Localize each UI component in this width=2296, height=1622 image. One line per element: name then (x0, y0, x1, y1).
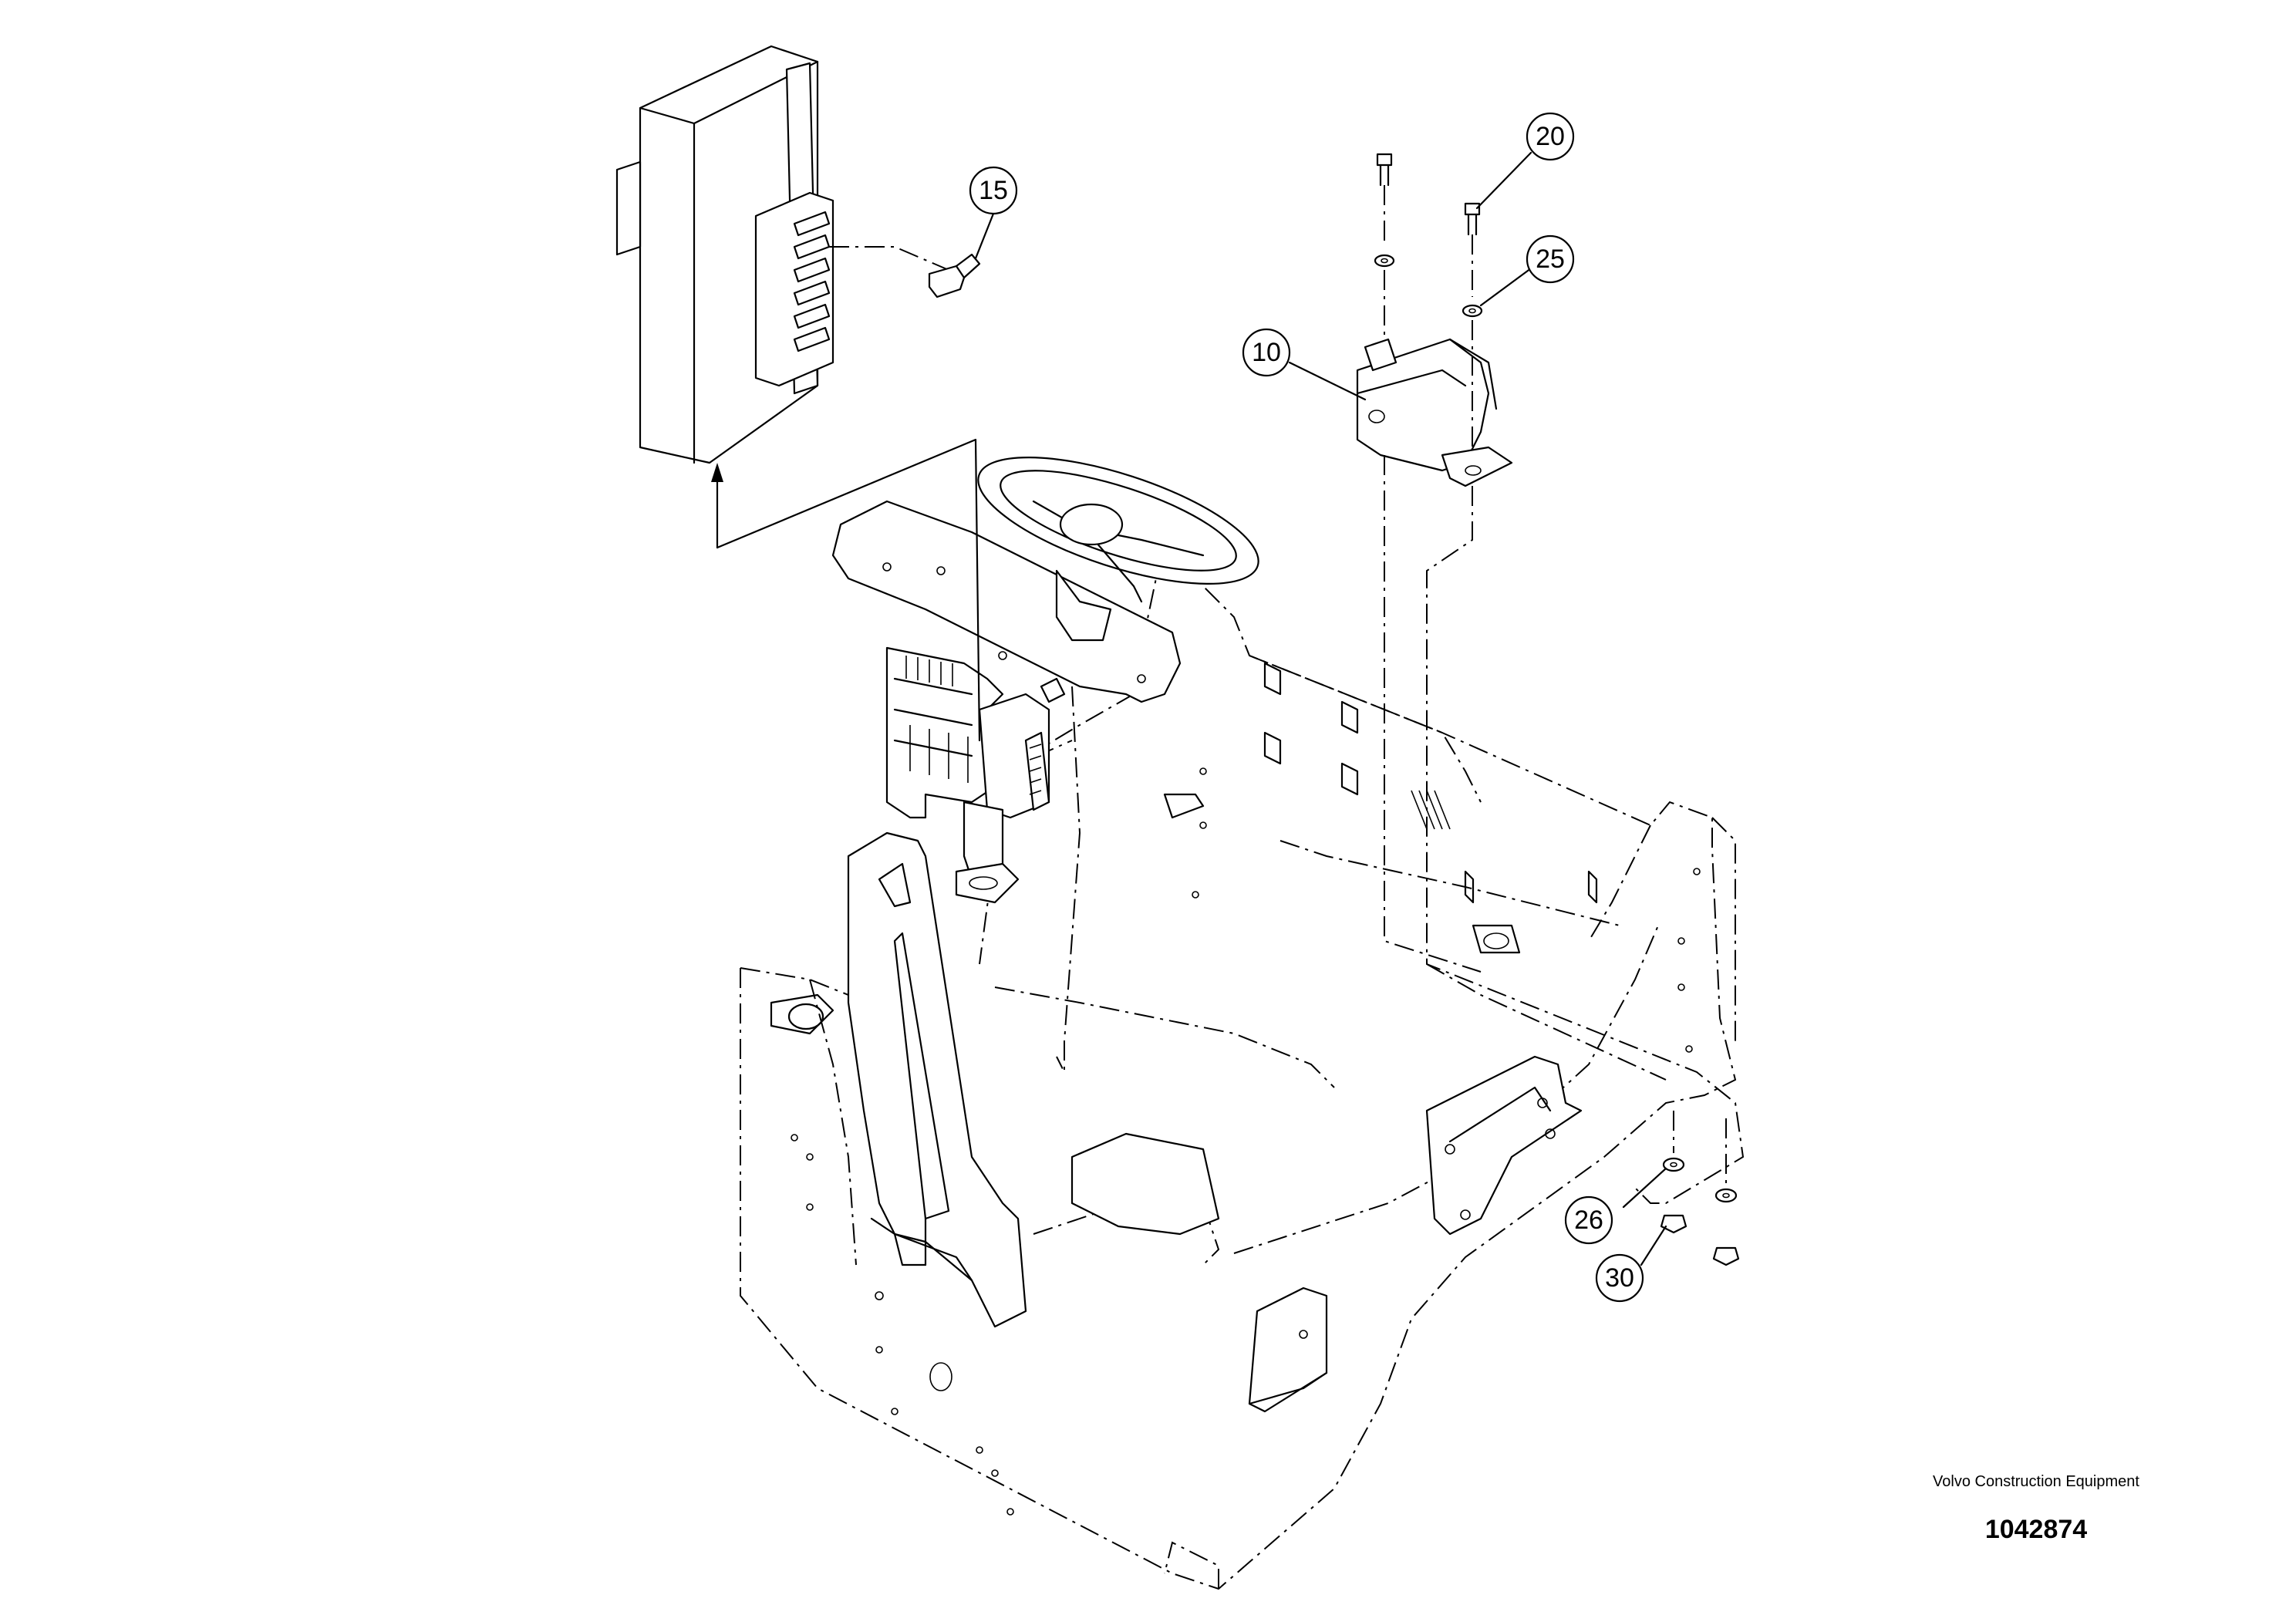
callout-25: 25 (1526, 234, 1575, 284)
rollover-handle (847, 831, 1027, 1328)
callout-26: 26 (1564, 1195, 1613, 1245)
brand-name: Volvo Construction Equipment (1933, 1473, 2139, 1490)
fuse-part (829, 246, 981, 298)
callout-leaders (974, 151, 1667, 1266)
fuse-box (615, 45, 834, 464)
svg-text:30: 30 (1605, 1263, 1634, 1293)
svg-text:25: 25 (1536, 244, 1565, 274)
svg-text:26: 26 (1574, 1206, 1603, 1235)
callout-10: 10 (1242, 328, 1291, 377)
steering-assembly (831, 457, 1259, 703)
bolts-and-washers (1374, 153, 1745, 1266)
callout-15: 15 (969, 166, 1018, 215)
assembly-leader (711, 438, 981, 742)
callout-30: 30 (1595, 1253, 1644, 1303)
horn-part (1356, 338, 1513, 487)
svg-text:20: 20 (1536, 122, 1565, 151)
svg-text:15: 15 (979, 176, 1008, 205)
svg-text:10: 10 (1252, 338, 1281, 367)
side-bracket (1425, 1055, 1583, 1236)
drawing-number: 1042874 (1984, 1515, 2088, 1544)
seat-base (1070, 1132, 1220, 1236)
callout-20: 20 (1526, 112, 1575, 161)
relay-block (885, 646, 1066, 904)
